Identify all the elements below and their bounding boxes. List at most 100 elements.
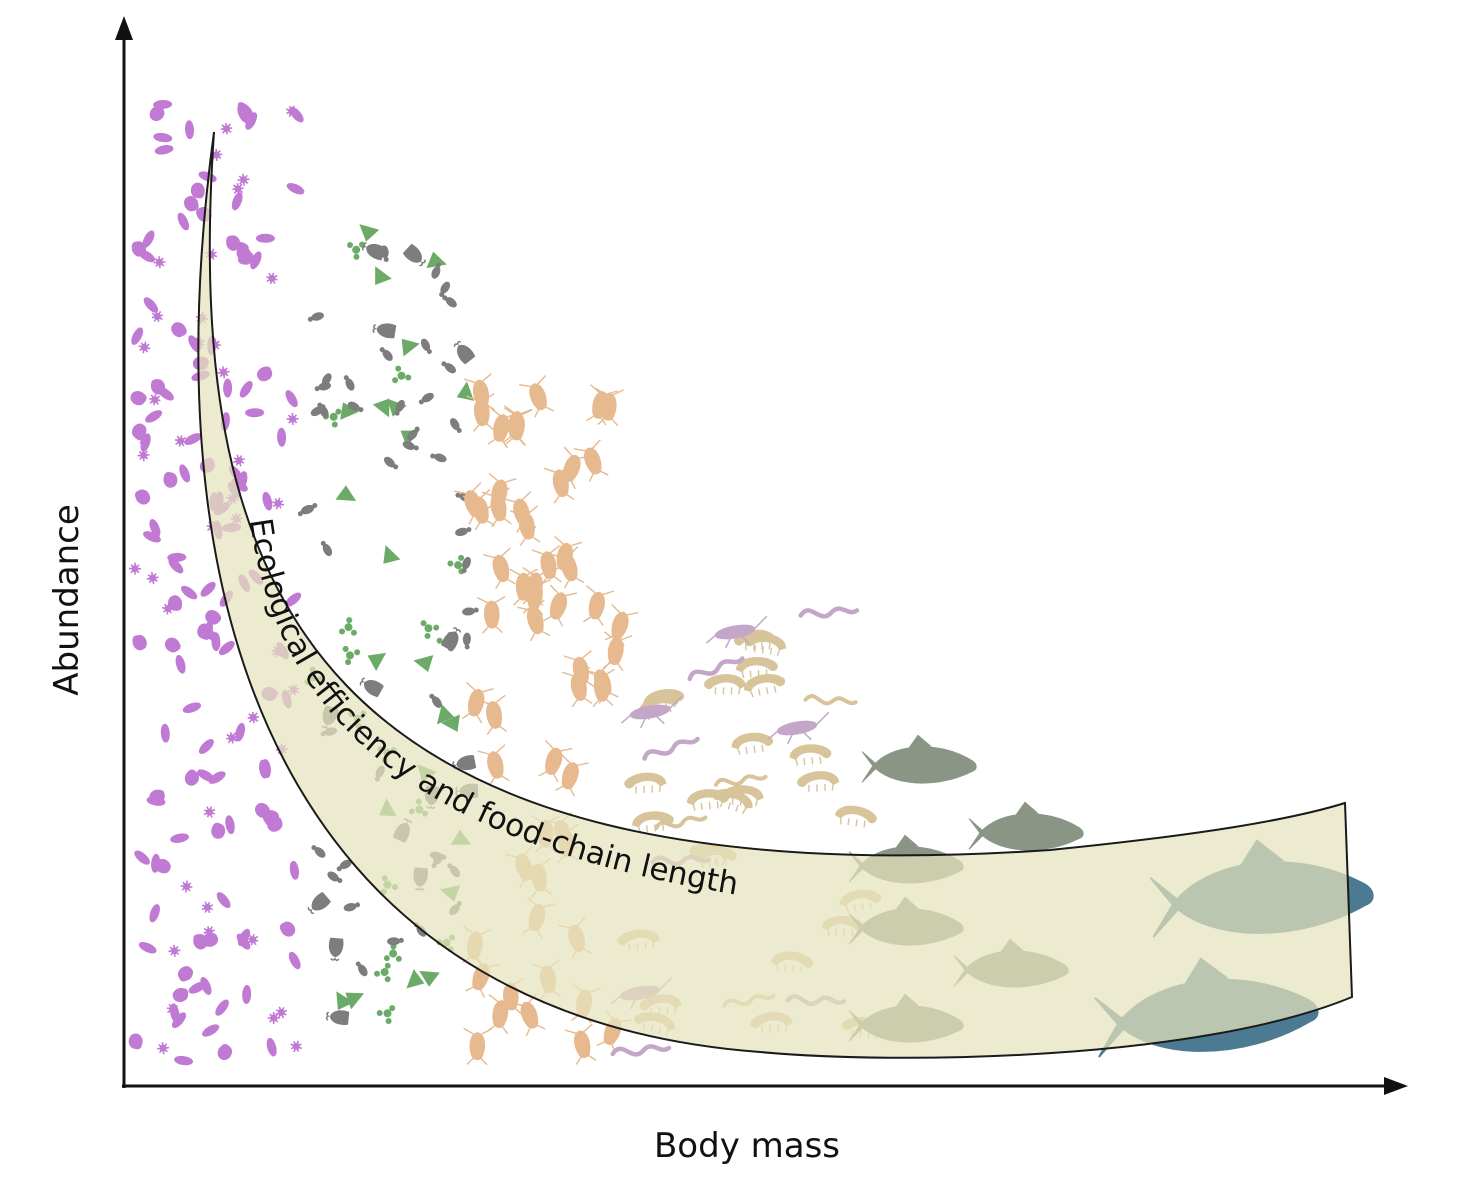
bacteria-rod-icon [214, 890, 233, 911]
bacteria-rod-icon [285, 180, 306, 197]
bacteria-blob-icon [132, 486, 153, 508]
bacteria-blob-icon [277, 918, 298, 940]
bacteria-rod-icon [223, 378, 233, 398]
bacteria-blob-icon [162, 471, 178, 489]
bacteria-rod-icon [260, 490, 274, 512]
macroinvertebrates-shrimp-icon [702, 671, 748, 700]
y-axis-label: Abundance [47, 504, 87, 696]
protozoa-drop-icon [354, 961, 371, 979]
bacteria-blob-icon [128, 388, 149, 408]
protozoa-ciliate-icon [325, 1008, 350, 1026]
zooplankton-copepod-icon [476, 694, 512, 736]
bacteria-rod-icon [255, 233, 275, 243]
bacteria-rod-icon [283, 388, 301, 409]
phytoplankton-tripod-icon [338, 645, 361, 668]
zooplankton-copepod-icon [538, 584, 578, 629]
bacteria-rod-icon [233, 721, 247, 743]
bacteria-rod-icon [177, 463, 193, 484]
protozoa-ciliate-icon [357, 674, 385, 699]
zooplankton-copepod-icon [462, 1027, 493, 1066]
zooplankton-copepod-icon [585, 668, 618, 708]
bacteria-rod-icon [173, 654, 188, 675]
protozoa-ciliate-icon [371, 320, 397, 340]
bacteria-rod-icon [137, 939, 159, 956]
bacteria-rod-icon [173, 1054, 194, 1067]
protozoa-drop-icon [456, 629, 478, 651]
bacteria-rod-icon [132, 848, 153, 868]
bacteria-rod-icon [212, 997, 232, 1018]
protozoa-drop-icon [417, 336, 435, 355]
phytoplankton-tripod-icon [391, 365, 414, 387]
protozoa-drop-icon [319, 540, 336, 559]
macroinvertebrates-shrimp-icon [622, 769, 668, 799]
bacteria-rod-icon [147, 902, 162, 924]
bacteria-star-icon [128, 561, 142, 576]
x-axis [122, 1077, 1408, 1095]
protozoa-ciliate-icon [327, 937, 345, 962]
bacteria-rod-icon [152, 131, 173, 144]
phytoplankton-tripod-icon [415, 614, 441, 640]
bacteria-blob-icon [210, 822, 227, 840]
macroinvertebrates-worm-icon [806, 691, 856, 710]
protozoa-drop-icon [341, 374, 359, 393]
bacteria-rod-icon [198, 579, 218, 599]
bacteria-star-icon [230, 452, 248, 469]
phytoplankton-tripod-icon [383, 943, 403, 962]
phytoplankton-tripod-icon [373, 959, 397, 984]
phytoplankton-tri-icon [412, 652, 434, 673]
phytoplankton-tri-icon [335, 484, 360, 508]
protozoa-drop-icon [441, 292, 460, 312]
bacteria-blob-icon [130, 632, 149, 653]
bacteria-rod-icon [143, 407, 164, 425]
bacteria-rod-icon [181, 700, 203, 716]
worms-worm-icon [643, 738, 700, 758]
bacteria-star-icon [152, 255, 167, 270]
protozoa-drop-icon [458, 601, 480, 622]
phytoplankton-tri-icon [354, 218, 379, 243]
bacteria-blob-icon [128, 1033, 143, 1050]
protozoa-drop-icon [310, 842, 329, 862]
protozoa-drop-icon [447, 416, 463, 434]
macroinvertebrates-worm-icon [716, 776, 766, 785]
protozoa-ciliate-icon [402, 243, 429, 270]
bacteria-star-icon [179, 879, 194, 894]
macroinvertebrates-shrimp-icon [795, 767, 841, 798]
bacteria-star-icon [263, 269, 281, 288]
bacteria-rod-icon [229, 190, 245, 212]
worms-worm-icon [613, 1044, 669, 1056]
bacteria-star-icon [145, 570, 161, 586]
protozoa-drop-icon [434, 278, 455, 298]
bacteria-star-icon [285, 411, 300, 427]
bacteria-rod-icon [237, 379, 255, 400]
bacteria-rod-icon [175, 211, 192, 232]
protozoa-drop-icon [379, 346, 395, 364]
bacteria-rod-icon [129, 325, 146, 347]
bacteria-star-icon [155, 1040, 171, 1056]
bacteria-blob-icon [175, 963, 196, 984]
bacteria-blob-icon [162, 634, 183, 656]
bacteria-rod-icon [286, 950, 303, 971]
bacteria-star-icon [167, 943, 182, 959]
protozoa-drop-icon [452, 522, 473, 542]
zooplankton-copepod-icon [564, 1023, 601, 1066]
zooplankton-copepod-icon [578, 584, 615, 628]
phytoplankton-tri-icon [366, 646, 391, 671]
macroinvertebrates-shrimp-icon [744, 632, 787, 657]
worms-bug-icon [764, 711, 834, 748]
bacteria-rod-icon [245, 408, 265, 418]
protozoa-ciliate-icon [450, 338, 477, 365]
protozoa-ciliate-icon [304, 891, 332, 917]
bacteria-blob-icon [190, 182, 206, 199]
bacteria-star-icon [198, 898, 217, 916]
phytoplankton-tri-icon [368, 262, 392, 287]
bacteria-rod-icon [276, 427, 287, 447]
bacteria-star-icon [269, 495, 287, 512]
macroinvertebrates-shrimp-icon [832, 800, 879, 834]
bacteria-rod-icon [154, 143, 175, 156]
bacteria-blob-icon [168, 319, 190, 341]
macroinvertebrates-shrimp-icon [742, 672, 787, 699]
bacteria-star-icon [136, 448, 151, 463]
bacteria-blob-icon [254, 364, 275, 384]
small-fish-fish-icon [861, 734, 977, 784]
efficiency-band [197, 131, 1354, 1059]
